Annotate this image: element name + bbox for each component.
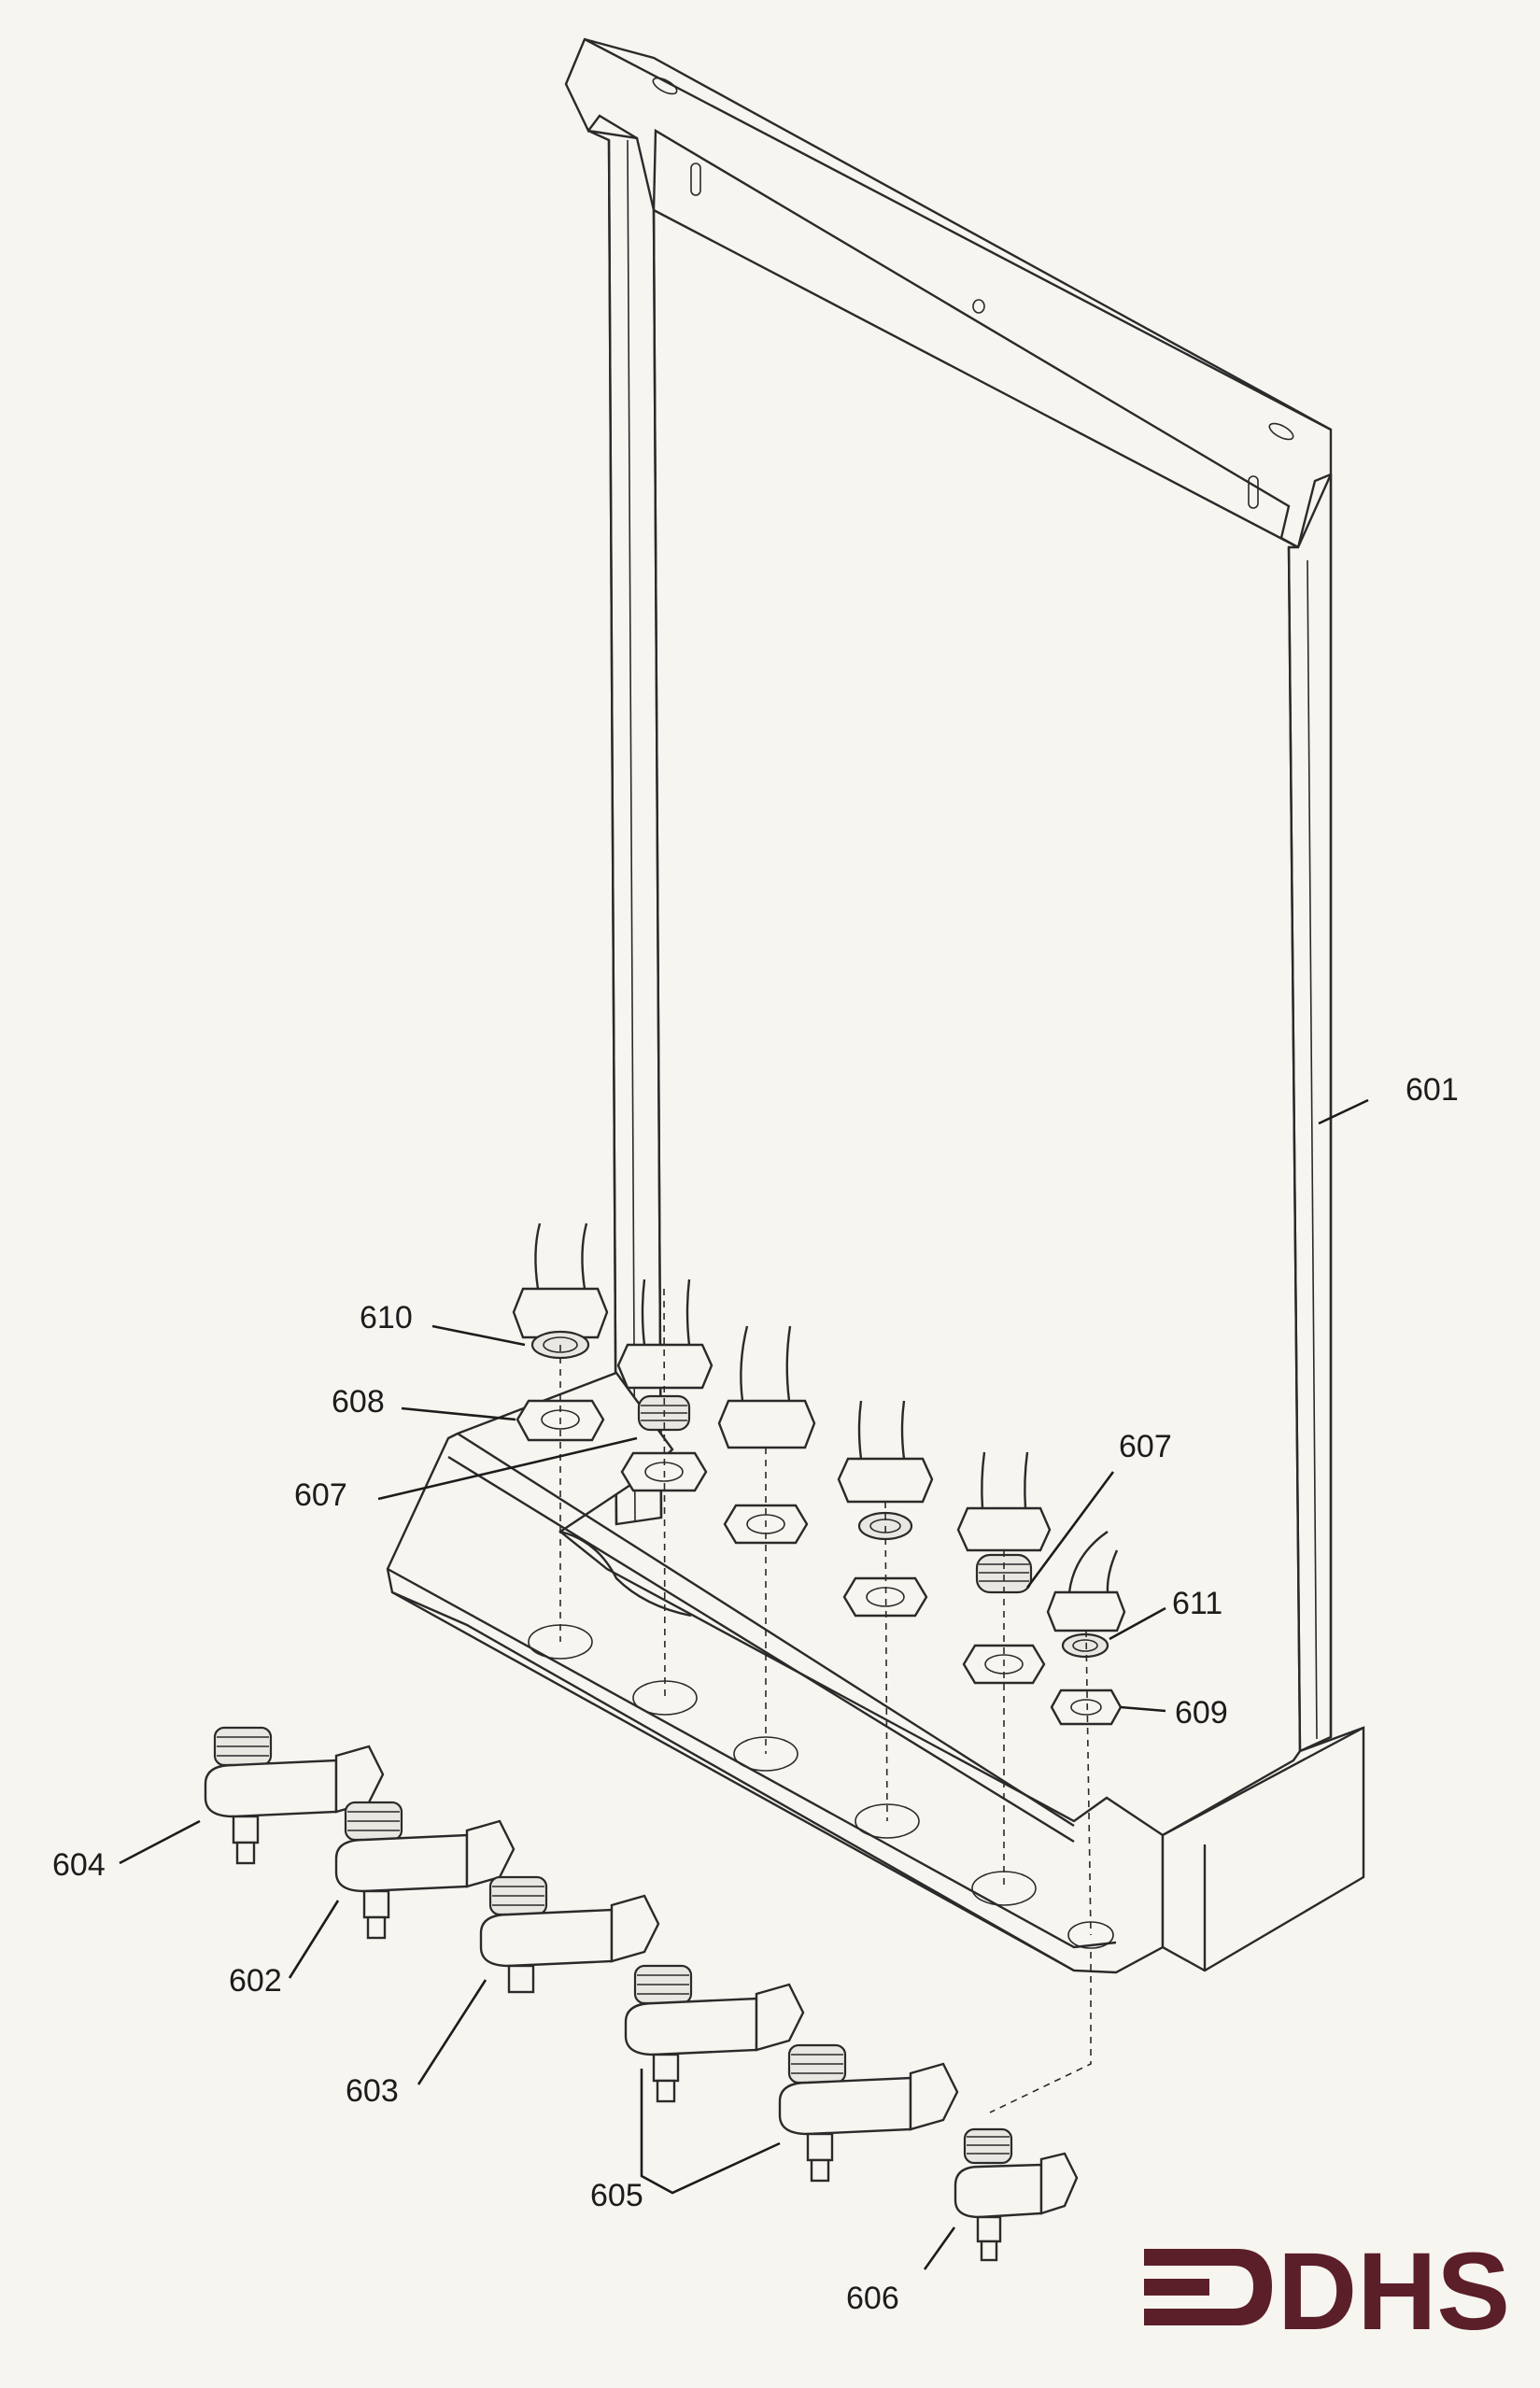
callout-601: 601 bbox=[1406, 1072, 1459, 1108]
callout-607-right: 607 bbox=[1119, 1429, 1172, 1464]
mounting-frame bbox=[564, 37, 1333, 1753]
hex-nut-icon bbox=[956, 1506, 1052, 1552]
leader-lines bbox=[119, 1098, 1369, 2270]
logo-text: DHS bbox=[1278, 2230, 1510, 2353]
hex-nut-icon bbox=[837, 1457, 934, 1504]
isolating-valve-icon bbox=[334, 1801, 516, 1940]
assembly-lines bbox=[559, 1288, 1092, 2113]
hex-nut-icon bbox=[1046, 1590, 1126, 1632]
callout-610: 610 bbox=[360, 1300, 413, 1335]
callout-603: 603 bbox=[346, 2073, 399, 2109]
isolating-valve-icon bbox=[624, 1964, 805, 2103]
callout-604: 604 bbox=[52, 1847, 106, 1883]
isolating-valve-icon bbox=[479, 1875, 660, 1994]
seal-stack bbox=[516, 1330, 1123, 1726]
callout-602: 602 bbox=[229, 1963, 282, 1999]
callout-labels: 601 610 608 607 607 611 609 604 602 603 … bbox=[52, 1072, 1459, 2316]
valves bbox=[204, 1726, 1079, 2262]
callout-606: 606 bbox=[846, 2281, 899, 2316]
hex-nut-icon bbox=[717, 1399, 816, 1449]
callout-611: 611 bbox=[1172, 1586, 1222, 1621]
callout-608: 608 bbox=[332, 1384, 385, 1420]
sealing-washer-icon bbox=[1061, 1632, 1109, 1659]
hex-nut-icon bbox=[616, 1343, 713, 1390]
isolating-valve-icon bbox=[204, 1726, 385, 1865]
hex-nut-icon bbox=[512, 1287, 609, 1339]
dhs-logo-icon: DHS bbox=[1144, 2230, 1510, 2353]
isolating-valve-icon bbox=[778, 2043, 959, 2183]
callout-609: 609 bbox=[1175, 1695, 1228, 1731]
callout-605: 605 bbox=[590, 2178, 643, 2213]
hex-nut-icon bbox=[1050, 1689, 1123, 1726]
callout-607-left: 607 bbox=[294, 1477, 347, 1513]
hex-nut-icon bbox=[842, 1576, 928, 1618]
isolating-valve-icon bbox=[954, 2127, 1079, 2262]
pipe-connections bbox=[512, 1222, 1126, 1632]
